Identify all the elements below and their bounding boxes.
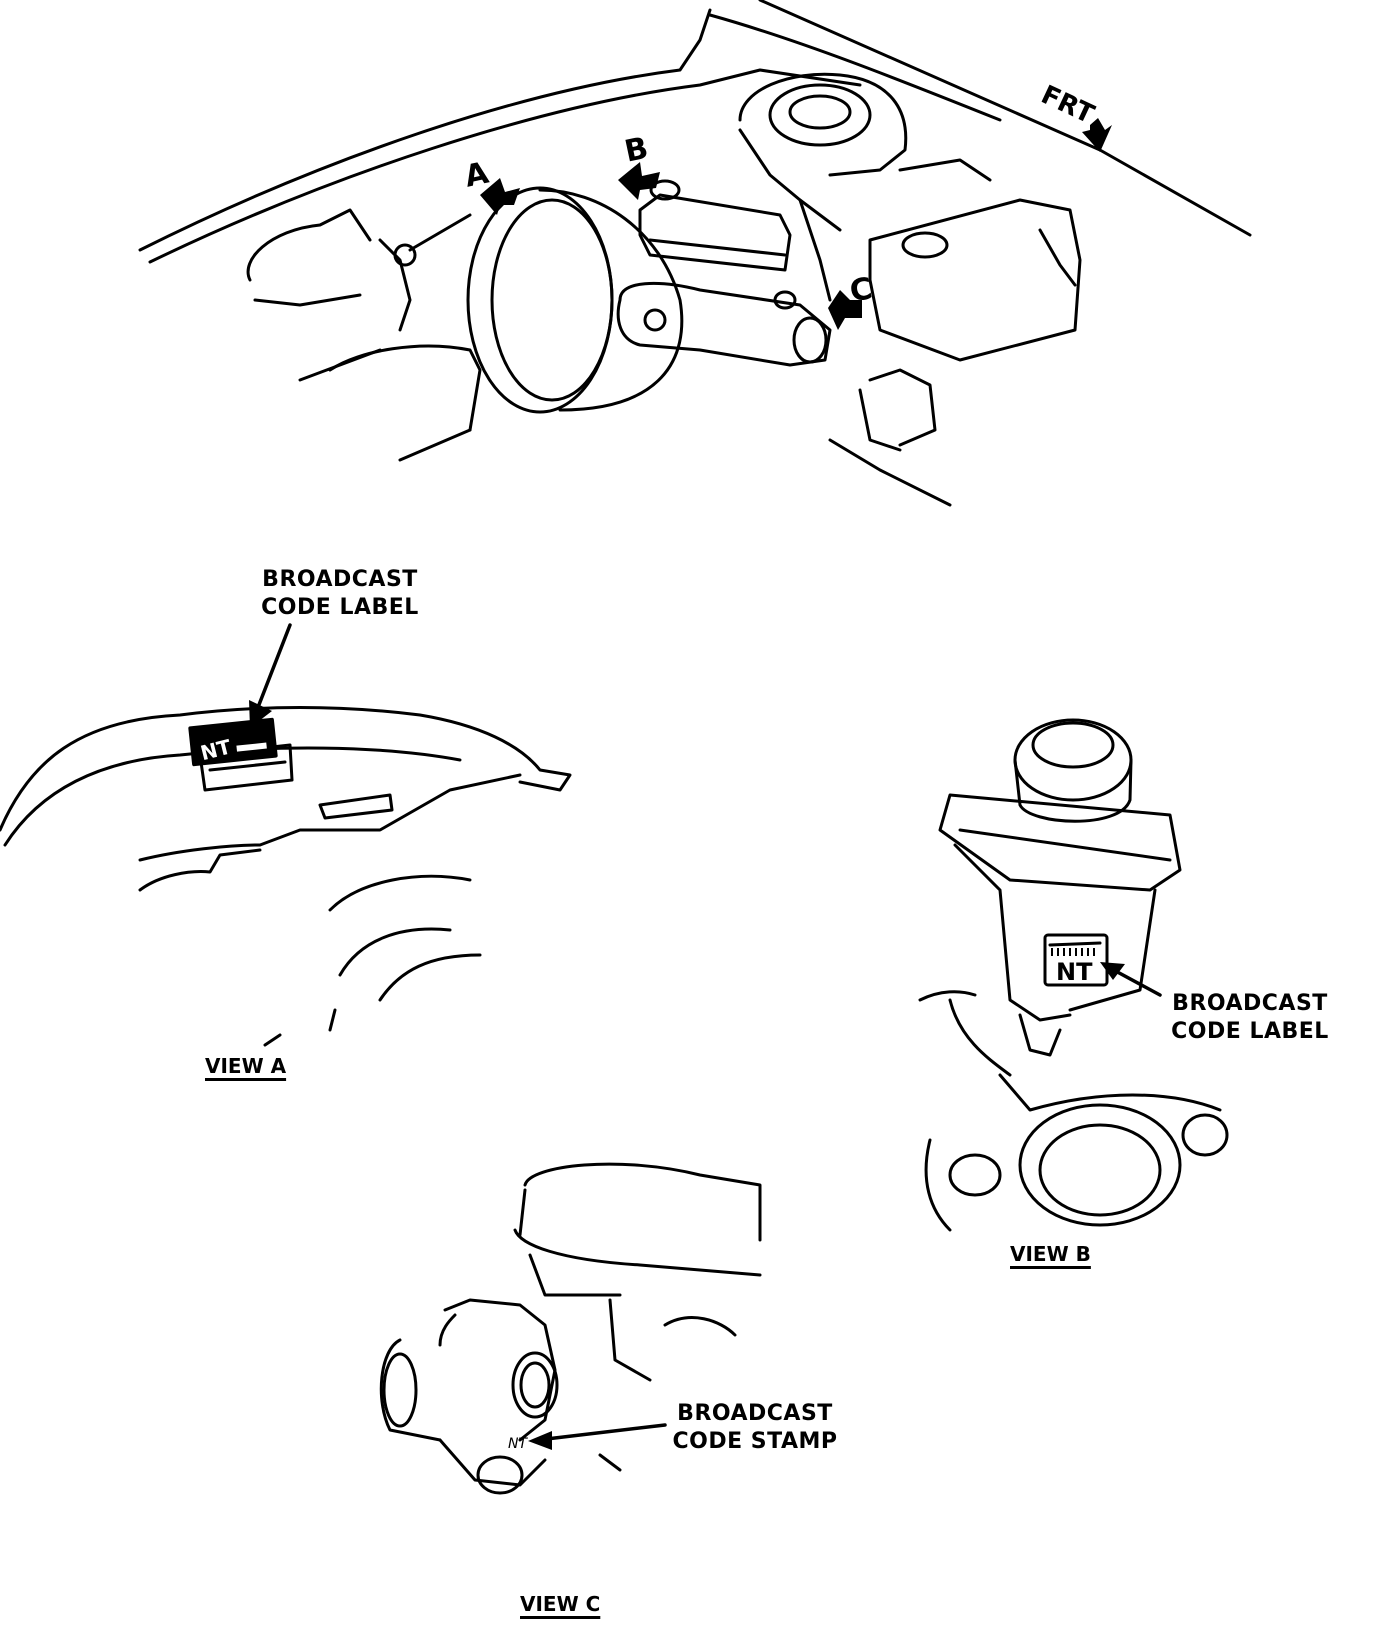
callout-line-2: CODE STAMP	[672, 1429, 838, 1454]
view-a-drawing	[0, 706, 572, 1047]
marker-b-arrow	[618, 162, 660, 200]
front-arrow	[1082, 118, 1112, 152]
marker-b-label: B	[622, 131, 652, 170]
marker-a-arrow	[480, 178, 520, 215]
view-c-title: VIEW C	[520, 1592, 601, 1616]
view-c-callout-arrowhead	[528, 1431, 552, 1450]
view-c-drawing	[379, 1162, 762, 1495]
view-a-callout-label: BROADCAST CODE LABEL	[240, 566, 440, 622]
callout-line-2: CODE LABEL	[261, 595, 419, 620]
view-c-callout-label: BROADCAST CODE STAMP	[660, 1400, 850, 1456]
engine-compartment-drawing	[138, 0, 1252, 507]
callout-line-2: CODE LABEL	[1171, 1019, 1329, 1044]
callout-line-1: BROADCAST	[677, 1401, 833, 1426]
marker-a-label: A	[462, 155, 493, 194]
view-b-drawing	[918, 718, 1229, 1232]
view-a-title: VIEW A	[205, 1054, 287, 1078]
marker-c-arrow	[828, 290, 862, 330]
view-b-callout-arrowhead	[1100, 962, 1125, 980]
callout-line-1: BROADCAST	[262, 567, 418, 592]
callout-line-1: BROADCAST	[1172, 991, 1328, 1016]
front-label: FRT	[1036, 80, 1098, 130]
view-c-code-text: NT	[508, 1436, 528, 1452]
view-b-code-text: NT	[1056, 958, 1093, 986]
view-b-callout-label: BROADCAST CODE LABEL	[1155, 990, 1345, 1046]
view-b-title: VIEW B	[1010, 1242, 1091, 1266]
